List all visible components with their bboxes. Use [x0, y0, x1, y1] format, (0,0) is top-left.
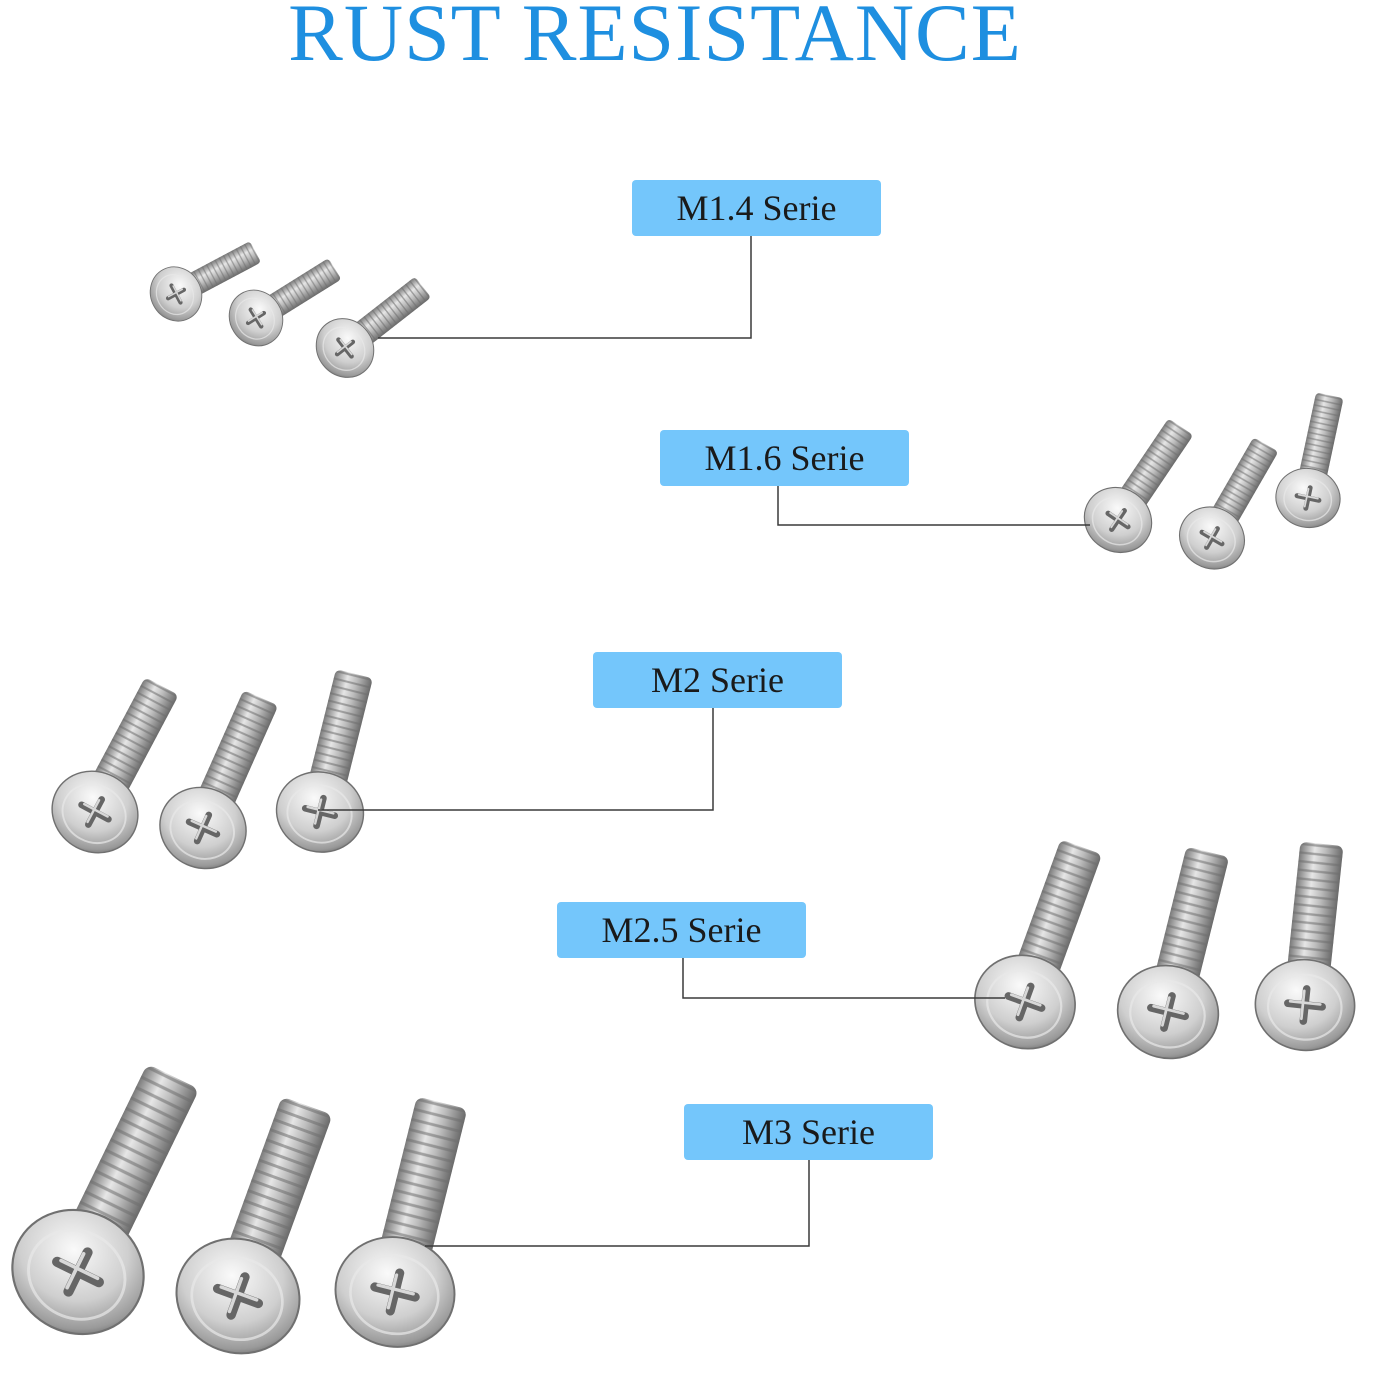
leader-line-m3 [425, 1160, 810, 1247]
screw [268, 663, 397, 861]
screw [1251, 839, 1371, 1056]
leader-line-m1-4 [378, 236, 752, 339]
screw [160, 1084, 365, 1370]
screw [1108, 840, 1257, 1069]
screw-group-m1-4 [141, 227, 442, 389]
label-m2-serie: M2 Serie [593, 652, 842, 708]
leader-line-m2 [318, 708, 714, 811]
label-m2-5-serie: M2.5 Serie [557, 902, 806, 958]
leader-line-m1-6 [777, 486, 1090, 526]
screw-group-m3 [0, 1047, 500, 1370]
screw [1270, 389, 1361, 534]
screw-group-m2-5 [962, 830, 1372, 1069]
label-m3-serie: M3 Serie [684, 1104, 933, 1160]
screw-group-m2 [38, 663, 397, 882]
screw [324, 1088, 500, 1359]
label-m1-6-serie: M1.6 Serie [660, 430, 909, 486]
label-m1-4-serie: M1.4 Serie [632, 180, 881, 236]
screw-group-m1-6 [1072, 389, 1362, 581]
page-title: RUST RESISTANCE [288, 0, 1022, 78]
screw [1168, 428, 1294, 581]
screw [962, 830, 1129, 1063]
leader-line-m2-5 [682, 958, 1005, 999]
